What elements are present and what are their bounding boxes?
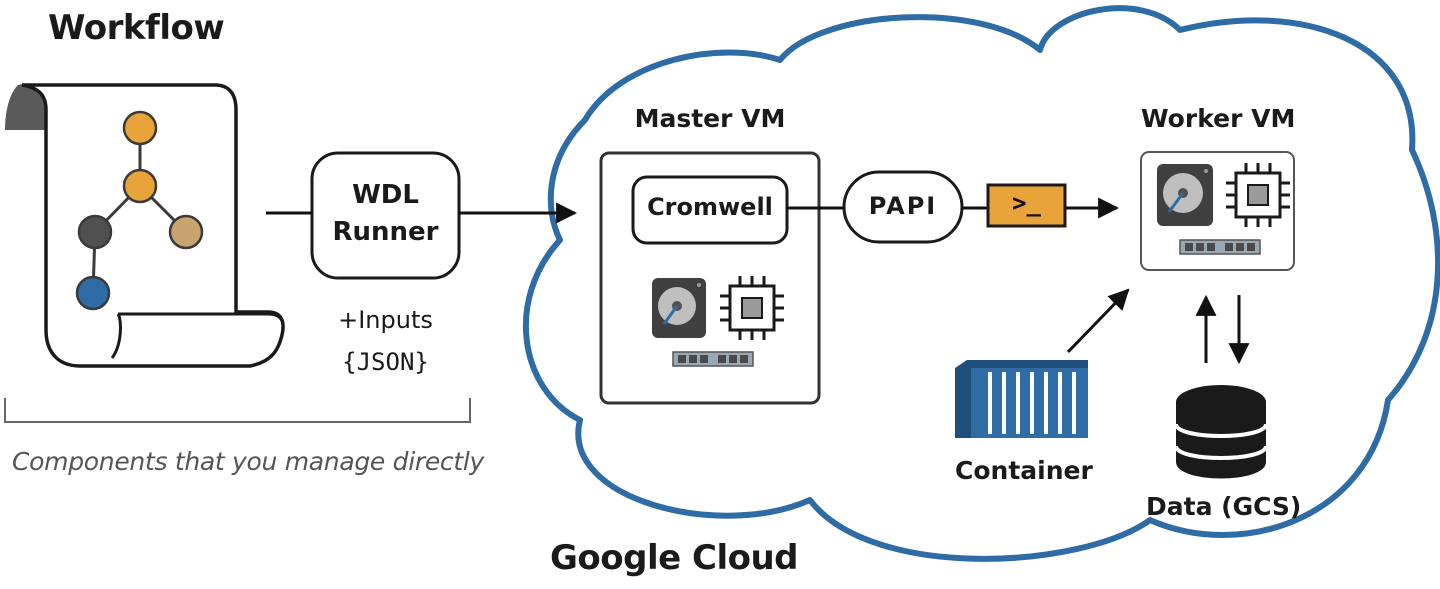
master-memory-icon	[672, 351, 754, 367]
worker-memory-icon	[1179, 239, 1261, 255]
worker-vm-title: Worker VM	[1141, 104, 1296, 133]
managed-bracket	[4, 398, 471, 423]
database-icon	[1174, 385, 1268, 479]
terminal-icon	[986, 183, 1067, 228]
container-label: Container	[955, 456, 1093, 485]
inputs-label: +Inputs	[338, 306, 433, 334]
cromwell-box	[631, 175, 789, 245]
workflow-node-top	[122, 110, 158, 146]
json-label: {JSON}	[342, 348, 429, 376]
cromwell-label: Cromwell	[647, 193, 773, 221]
master-vm-title: Master VM	[634, 104, 786, 133]
workflow-node-middle	[122, 168, 158, 204]
google-cloud-outline	[522, 5, 1440, 562]
master-hard-drive-icon	[652, 278, 706, 338]
workflow-node-right	[168, 214, 204, 250]
managed-caption: Components that you manage directly	[12, 447, 485, 476]
workflow-document-icon	[5, 83, 285, 368]
wdl-runner-label-line1: WDL	[352, 180, 419, 210]
papi-label: PAPI	[868, 192, 938, 220]
arrow-container-to-worker	[1066, 288, 1130, 354]
worker-hard-drive-icon	[1157, 164, 1213, 226]
workflow-node-bottom	[75, 275, 111, 311]
workflow-node-left	[77, 214, 113, 250]
wdl-runner-box	[310, 151, 461, 280]
data-gcs-label: Data (GCS)	[1146, 492, 1302, 521]
container-icon	[955, 360, 1088, 438]
worker-cpu-icon	[1226, 163, 1290, 227]
terminal-prompt: >_	[1012, 189, 1041, 217]
google-cloud-label: Google Cloud	[550, 538, 799, 578]
wdl-runner-label-line2: Runner	[332, 217, 439, 247]
workflow-title: Workflow	[48, 8, 225, 48]
master-cpu-icon	[720, 276, 784, 340]
